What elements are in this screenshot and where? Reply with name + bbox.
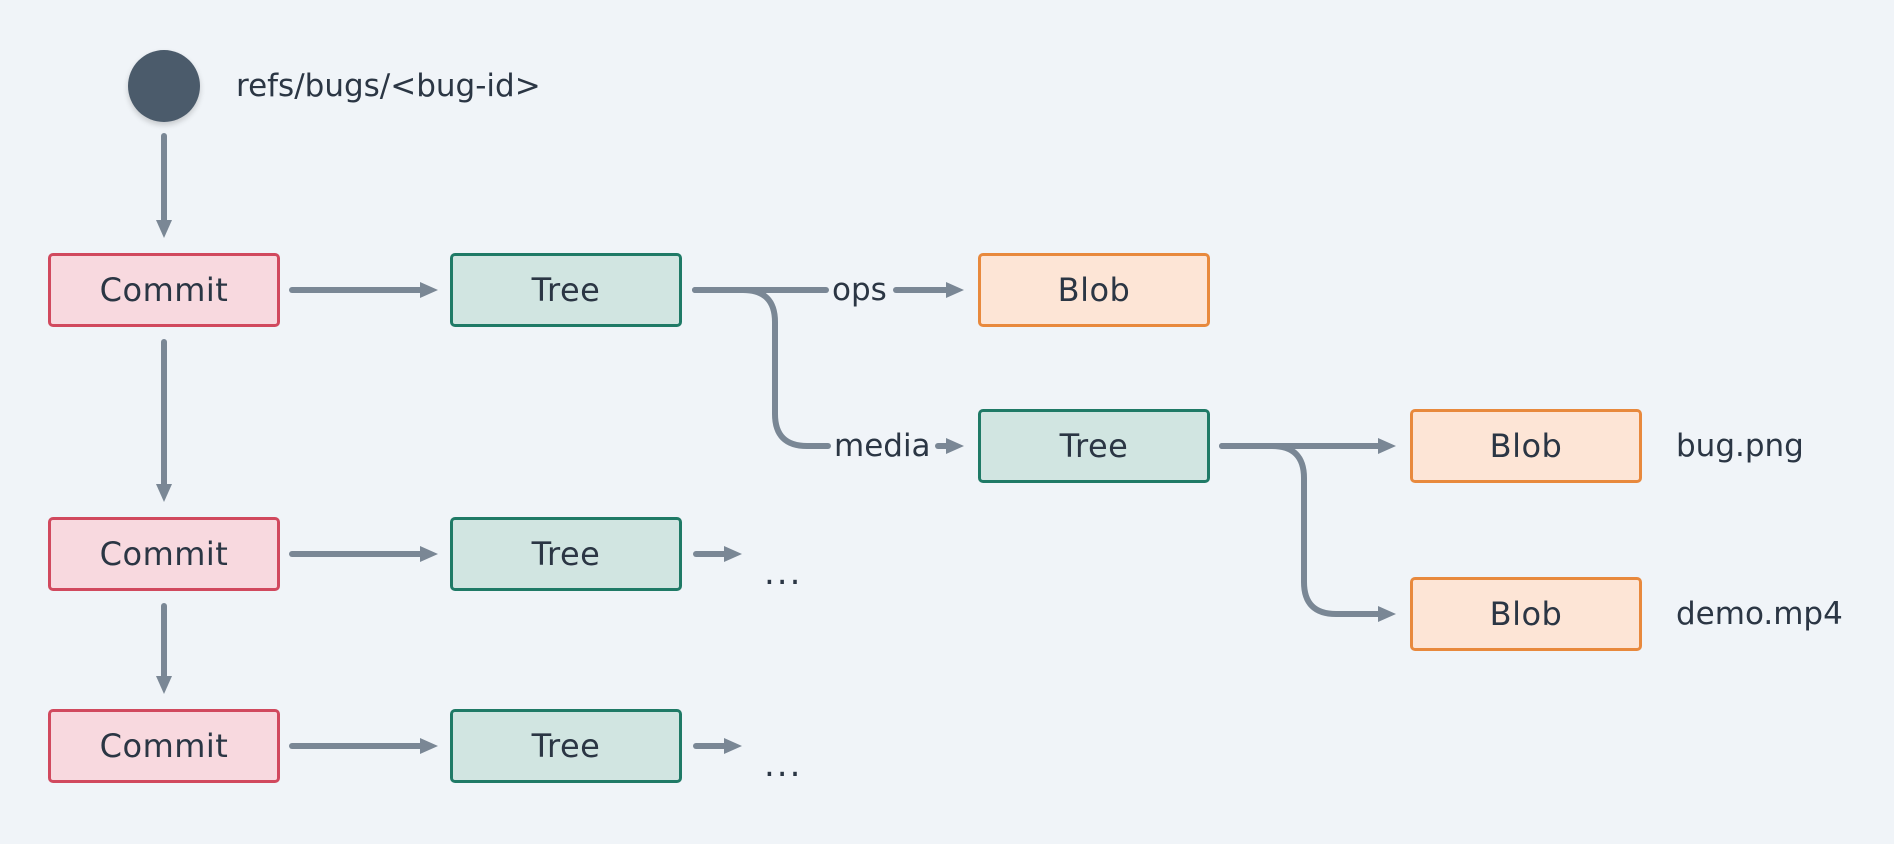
ops-blob-node: Blob [978, 253, 1210, 327]
connector-tree1-media [692, 287, 831, 449]
ref-pointer-dot [128, 50, 200, 122]
media-tree-node: Tree [978, 409, 1210, 483]
commit-node: Commit [48, 517, 280, 591]
edge-label-media: media [834, 428, 931, 464]
commit-node: Commit [48, 253, 280, 327]
commit-node: Commit [48, 709, 280, 783]
file-label-demo-mp4: demo.mp4 [1676, 596, 1843, 632]
ellipsis-more: ... [764, 745, 803, 785]
arrow-mediatree-to-demomp4 [1219, 443, 1396, 622]
tree-node: Tree [450, 709, 682, 783]
tree-node: Tree [450, 253, 682, 327]
ellipsis-more: ... [764, 553, 803, 593]
tree-node: Tree [450, 517, 682, 591]
bug-png-blob-node: Blob [1410, 409, 1642, 483]
edge-label-ops: ops [832, 272, 887, 308]
demo-mp4-blob-node: Blob [1410, 577, 1642, 651]
file-label-bug-png: bug.png [1676, 428, 1804, 464]
ref-label: refs/bugs/<bug-id> [236, 68, 541, 104]
